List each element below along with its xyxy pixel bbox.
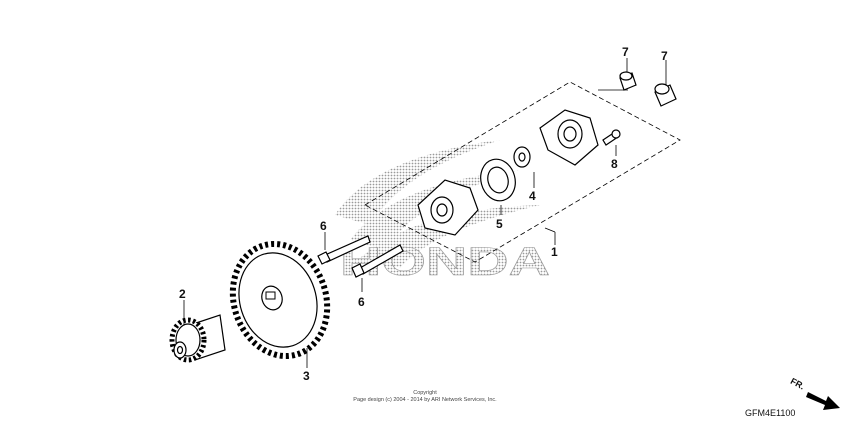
gear-part-3[interactable] — [219, 232, 342, 369]
figure-code: GFM4E1100 — [745, 408, 795, 418]
callout-labels: 7 7 8 4 5 1 6 6 2 3 — [179, 45, 668, 383]
copyright-line-1: Copyright — [413, 390, 437, 396]
bolt-part-8[interactable] — [602, 129, 621, 146]
front-arrow-icon — [806, 392, 840, 410]
front-direction-indicator: FR. — [789, 376, 840, 410]
copyright-line-2: Page design (c) 2004 - 2014 by ARI Netwo… — [353, 397, 497, 403]
gear-shaft-part-2[interactable] — [169, 314, 226, 363]
pump-cover[interactable] — [539, 109, 599, 166]
callout-3: 3 — [303, 369, 310, 383]
callout-1: 1 — [551, 245, 558, 259]
callout-7-left: 7 — [622, 45, 629, 59]
bolt-part-6-lower[interactable] — [351, 244, 404, 278]
dowel-pin-part-7-right[interactable] — [654, 83, 677, 107]
leader-lines — [183, 58, 667, 368]
callout-8: 8 — [611, 157, 618, 171]
dowel-pin-part-7-left[interactable] — [619, 71, 637, 91]
outer-rotor-part-5[interactable] — [476, 155, 520, 204]
callout-5: 5 — [496, 217, 503, 231]
oil-pump-body[interactable] — [417, 179, 479, 236]
callout-4: 4 — [529, 189, 536, 203]
bolt-part-6-upper[interactable] — [317, 235, 371, 265]
oil-pump-assembly-outline — [364, 81, 681, 263]
callout-2: 2 — [179, 287, 186, 301]
callout-7-right: 7 — [661, 49, 668, 63]
copyright-notice: Copyright Page design (c) 2004 - 2014 by… — [353, 390, 497, 403]
callout-6-upper: 6 — [320, 219, 327, 233]
inner-rotor-part-4[interactable] — [513, 146, 531, 168]
front-label: FR. — [789, 376, 806, 392]
callout-6-lower: 6 — [358, 295, 365, 309]
